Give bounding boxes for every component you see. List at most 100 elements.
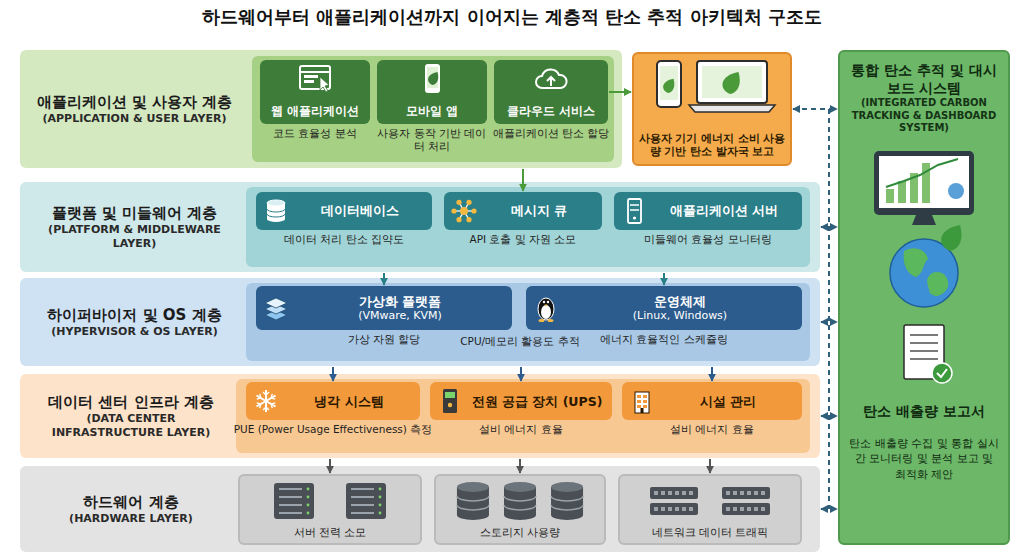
icon-part	[466, 217, 471, 222]
flow-connector	[821, 508, 837, 510]
text-block: 애플리케이션 및 사용자 계층(APPLICATION & USER LAYER…	[32, 93, 237, 126]
icon-part	[351, 488, 374, 490]
icon-part	[448, 403, 452, 407]
icon-part	[539, 319, 545, 322]
node-caption: 미들웨어 효율성 모니터링	[613, 233, 803, 246]
icon-part	[504, 505, 536, 510]
icon-part	[351, 496, 374, 498]
storage-icon	[436, 479, 604, 523]
icon-part	[654, 507, 658, 511]
icon-part	[726, 491, 730, 495]
text-block: 데이터 센터 인프라 계층(DATA CENTER INFRASTRUCTURE…	[32, 393, 230, 439]
node-title: 하이퍼바이저 및 OS 계층	[32, 306, 237, 325]
node-caption: 사용자 동작 기반 데이터 처리	[375, 127, 489, 153]
icon-part	[726, 507, 730, 511]
icon-part	[682, 507, 686, 511]
text-block: 사용자 기기 에너지 소비 사용량 기반 탄소 발자국 보고	[638, 132, 786, 159]
icon-part	[256, 396, 275, 407]
icon-part	[543, 301, 545, 303]
text-block: 데이터베이스	[294, 203, 426, 219]
icon-part	[874, 151, 974, 215]
node-title: 하드웨어 계층	[32, 493, 230, 512]
icon-part	[910, 358, 938, 360]
icon-part	[457, 505, 489, 510]
icon-part	[548, 319, 554, 322]
node-caption: 데이터 처리 탄소 집약도	[249, 233, 439, 246]
component-box: 시설 관리설비 에너지 효율	[622, 382, 802, 420]
network-icon	[620, 479, 800, 523]
text-block: 냉각 시스템	[284, 394, 414, 409]
icon-part	[457, 496, 489, 501]
layer-band: 데이터 센터 인프라 계층(DATA CENTER INFRASTRUCTURE…	[20, 374, 820, 458]
node-text: 탄소 배출량 수집 및 통합 실시간 모니터링 및 분석 보고 및 최적화 제안	[848, 436, 1000, 482]
node-title: 모바일 앱	[381, 105, 483, 119]
icon-part	[456, 217, 461, 222]
icon-part	[682, 491, 686, 495]
text-block: 애플리케이션 서버	[652, 203, 796, 219]
component-box: 애플리케이션 서버미들웨어 효율성 모니터링	[614, 192, 802, 230]
node-title: 데이터베이스	[294, 203, 426, 219]
icon-part	[466, 200, 471, 205]
icon-part	[898, 181, 906, 203]
icon-part	[643, 395, 647, 398]
layer-band: 플랫폼 및 미들웨어 계층(PLATFORM & MIDDLEWARE LAYE…	[20, 182, 820, 272]
node-caption: 설비 에너지 효율	[446, 423, 596, 436]
text-block: 시설 관리	[660, 394, 796, 409]
flow-connector	[663, 273, 665, 285]
caption-block: 애플리케이션 탄소 할당	[492, 127, 610, 140]
icon-part	[346, 483, 386, 519]
node-title: 애플리케이션 및 사용자 계층	[32, 93, 237, 112]
icon-part	[320, 77, 329, 92]
icon-part	[445, 392, 455, 398]
component-box: 전원 공급 장치 (UPS)설비 에너지 효율	[430, 382, 612, 420]
mobile-icon	[412, 63, 452, 95]
icon-part	[351, 512, 374, 514]
icon-part	[304, 80, 314, 83]
icon-part	[451, 208, 456, 213]
node-text: (HARDWARE LAYER)	[32, 512, 230, 526]
text-block: 플랫폼 및 미들웨어 계층(PLATFORM & MIDDLEWARE LAYE…	[32, 204, 237, 250]
icon-part	[457, 482, 489, 492]
web-icon	[295, 63, 335, 95]
node-text: (PLATFORM & MIDDLEWARE LAYER)	[32, 223, 237, 251]
icon-part	[300, 71, 330, 73]
node-caption: PUE (Power Usage Effectiveness) 측정	[220, 423, 446, 436]
caption-block: PUE (Power Usage Effectiveness) 측정	[220, 423, 446, 436]
icon-part	[932, 363, 952, 383]
snow-icon	[252, 387, 280, 415]
icon-part	[722, 503, 770, 515]
icon-part	[740, 507, 744, 511]
text-block: 네트워크 데이터 트래픽	[624, 526, 796, 539]
node-title: 가상화 플랫폼	[294, 294, 506, 310]
node-text: (DATA CENTER INFRASTRUCTURE LAYER)	[32, 412, 230, 440]
icon-part	[307, 488, 310, 491]
text-block: 서버 전력 소모	[244, 526, 416, 539]
icon-part	[255, 393, 277, 409]
node-title: 서버 전력 소모	[244, 526, 416, 539]
icon-part	[428, 72, 438, 85]
node-title: 데이터 센터 인프라 계층	[32, 393, 230, 412]
icon-part	[307, 512, 310, 515]
text-block: 스토리지 사용량	[440, 526, 600, 539]
text-block: 하이퍼바이저 및 OS 계층(HYPERVISOR & OS LAYER)	[32, 306, 237, 339]
caption-block: 사용자 동작 기반 데이터 처리	[375, 127, 489, 153]
node-title: 네트워크 데이터 트래픽	[624, 526, 796, 539]
node-caption: 애플리케이션 탄소 할당	[492, 127, 610, 140]
icon-part	[379, 504, 382, 507]
icon-part	[754, 491, 758, 495]
icon-part	[937, 369, 947, 377]
icon-part	[668, 507, 672, 511]
layer-band: 하이퍼바이저 및 OS 계층(HYPERVISOR & OS LAYER) 가상화…	[20, 278, 820, 366]
icon-part	[689, 491, 693, 495]
flow-connector	[709, 459, 711, 473]
flow-connector	[609, 91, 631, 93]
layer-band: 하드웨어 계층(HARDWARE LAYER) 서버 전력 소모 스토리지 사용량 네…	[20, 466, 820, 552]
icon-part	[910, 334, 938, 336]
node-title: 전원 공급 장치 (UPS)	[468, 394, 606, 409]
node-text: (INTEGRATED CARBON TRACKING & DASHBOARD …	[848, 97, 1000, 135]
icon-part	[668, 491, 672, 495]
icon-part	[460, 207, 468, 215]
ups-icon	[436, 387, 464, 415]
icon-part	[722, 487, 770, 499]
